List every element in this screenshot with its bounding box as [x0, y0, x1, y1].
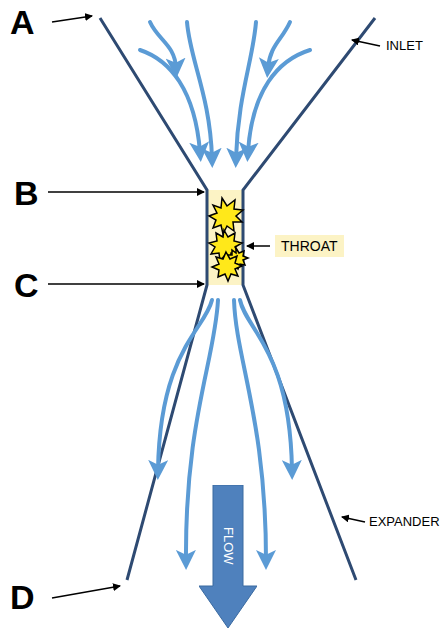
node-text: FLOW: [221, 527, 236, 565]
point-letter: D: [10, 578, 35, 617]
flow-arrow: FLOW: [199, 485, 257, 628]
throat-label-box: THROAT: [275, 235, 344, 257]
node-text: THROAT: [281, 238, 338, 254]
point-letter: B: [14, 174, 39, 213]
point-letter: C: [14, 266, 39, 305]
combustion-burst: [209, 198, 248, 281]
flow-streamlines: [140, 22, 310, 560]
part-label: EXPANDER: [369, 514, 440, 529]
part-label: INLET: [386, 38, 423, 53]
throat-region: [208, 190, 243, 285]
point-letter: A: [10, 3, 35, 42]
